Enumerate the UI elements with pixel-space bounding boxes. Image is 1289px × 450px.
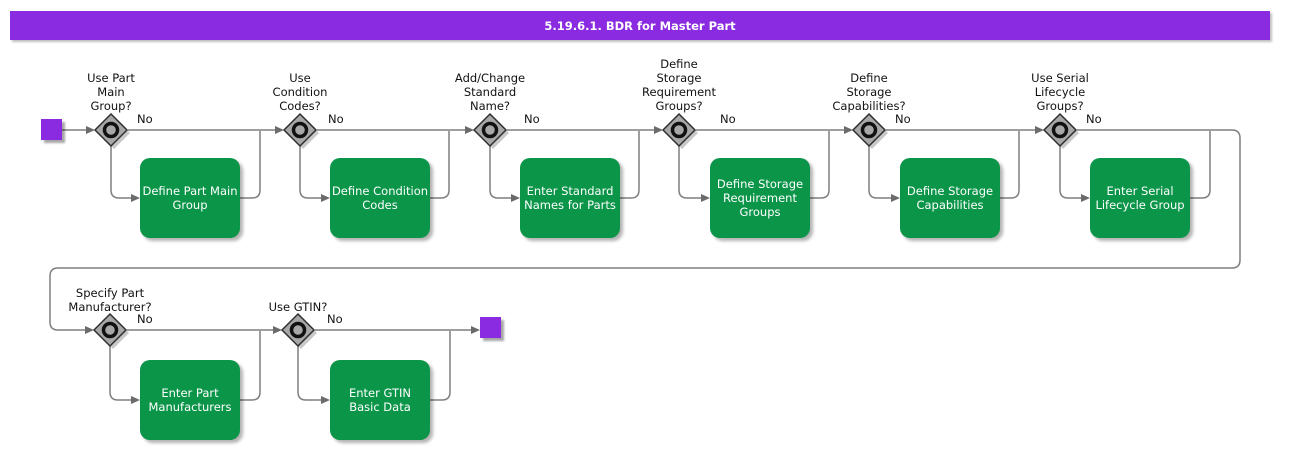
decision-label-use-condition-codes: Use Condition Codes? xyxy=(272,71,328,113)
no-branch-label: No xyxy=(720,112,736,126)
decision-diamond-use-condition-codes xyxy=(282,112,319,149)
task-define-storage-requirement-groups: Define Storage Requirement Groups xyxy=(710,158,810,238)
decision-circle-icon xyxy=(291,121,309,139)
decision-diamond-define-storage-requirement-groups xyxy=(661,112,698,149)
decision-diamond-specify-part-manufacturer xyxy=(92,312,129,349)
decision-label-use-gtin: Use GTIN? xyxy=(268,300,328,314)
no-branch-label: No xyxy=(895,112,911,126)
decision-label-specify-part-manufacturer: Specify Part Manufacturer? xyxy=(68,286,152,314)
decision-circle-icon xyxy=(481,121,499,139)
decision-diamond-add-change-standard-name xyxy=(472,112,509,149)
flow-lines xyxy=(49,129,1241,401)
decision-circle-icon xyxy=(860,121,878,139)
decision-circle-icon xyxy=(670,121,688,139)
end-node-icon xyxy=(480,317,501,338)
task-enter-gtin-basic-data: Enter GTIN Basic Data xyxy=(330,360,430,440)
decision-circle-icon xyxy=(102,121,120,139)
decision-circle-icon xyxy=(1051,121,1069,139)
decision-label-add-change-standard-name: Add/Change Standard Name? xyxy=(454,71,526,113)
task-define-part-main-group: Define Part Main Group xyxy=(140,158,240,238)
decision-label-define-storage-capabilities: Define Storage Capabilities? xyxy=(832,71,906,113)
no-branch-label: No xyxy=(328,112,344,126)
diagram-title: 5.19.6.1. BDR for Master Part xyxy=(544,18,736,33)
no-branch-label: No xyxy=(524,112,540,126)
no-branch-label: No xyxy=(327,312,343,326)
task-enter-standard-names-for-parts: Enter Standard Names for Parts xyxy=(520,158,620,238)
flow-arrowheads xyxy=(85,126,1090,404)
decision-label-use-serial-lifecycle-groups: Use Serial Lifecycle Groups? xyxy=(1031,71,1089,113)
task-define-condition-codes: Define Condition Codes xyxy=(330,158,430,238)
no-branch-label: No xyxy=(137,112,153,126)
decision-diamond-use-serial-lifecycle-groups xyxy=(1042,112,1079,149)
no-branch-label: No xyxy=(137,312,153,326)
task-enter-part-manufacturers: Enter Part Manufacturers xyxy=(140,360,240,440)
start-node-icon xyxy=(41,119,62,140)
task-enter-serial-lifecycle-group: Enter Serial Lifecycle Group xyxy=(1090,158,1190,238)
decision-circle-icon xyxy=(289,321,307,339)
decision-circle-icon xyxy=(101,321,119,339)
decision-diamond-define-storage-capabilities xyxy=(851,112,888,149)
decision-diamond-use-part-main-group xyxy=(93,112,130,149)
task-define-storage-capabilities: Define Storage Capabilities xyxy=(900,158,1000,238)
decision-diamond-use-gtin xyxy=(280,312,317,349)
decision-label-use-part-main-group: Use Part Main Group? xyxy=(87,71,135,113)
decision-label-define-storage-requirement-groups: Define Storage Requirement Groups? xyxy=(642,57,716,113)
diagram-title-bar: 5.19.6.1. BDR for Master Part xyxy=(10,11,1270,40)
no-branch-label: No xyxy=(1086,112,1102,126)
